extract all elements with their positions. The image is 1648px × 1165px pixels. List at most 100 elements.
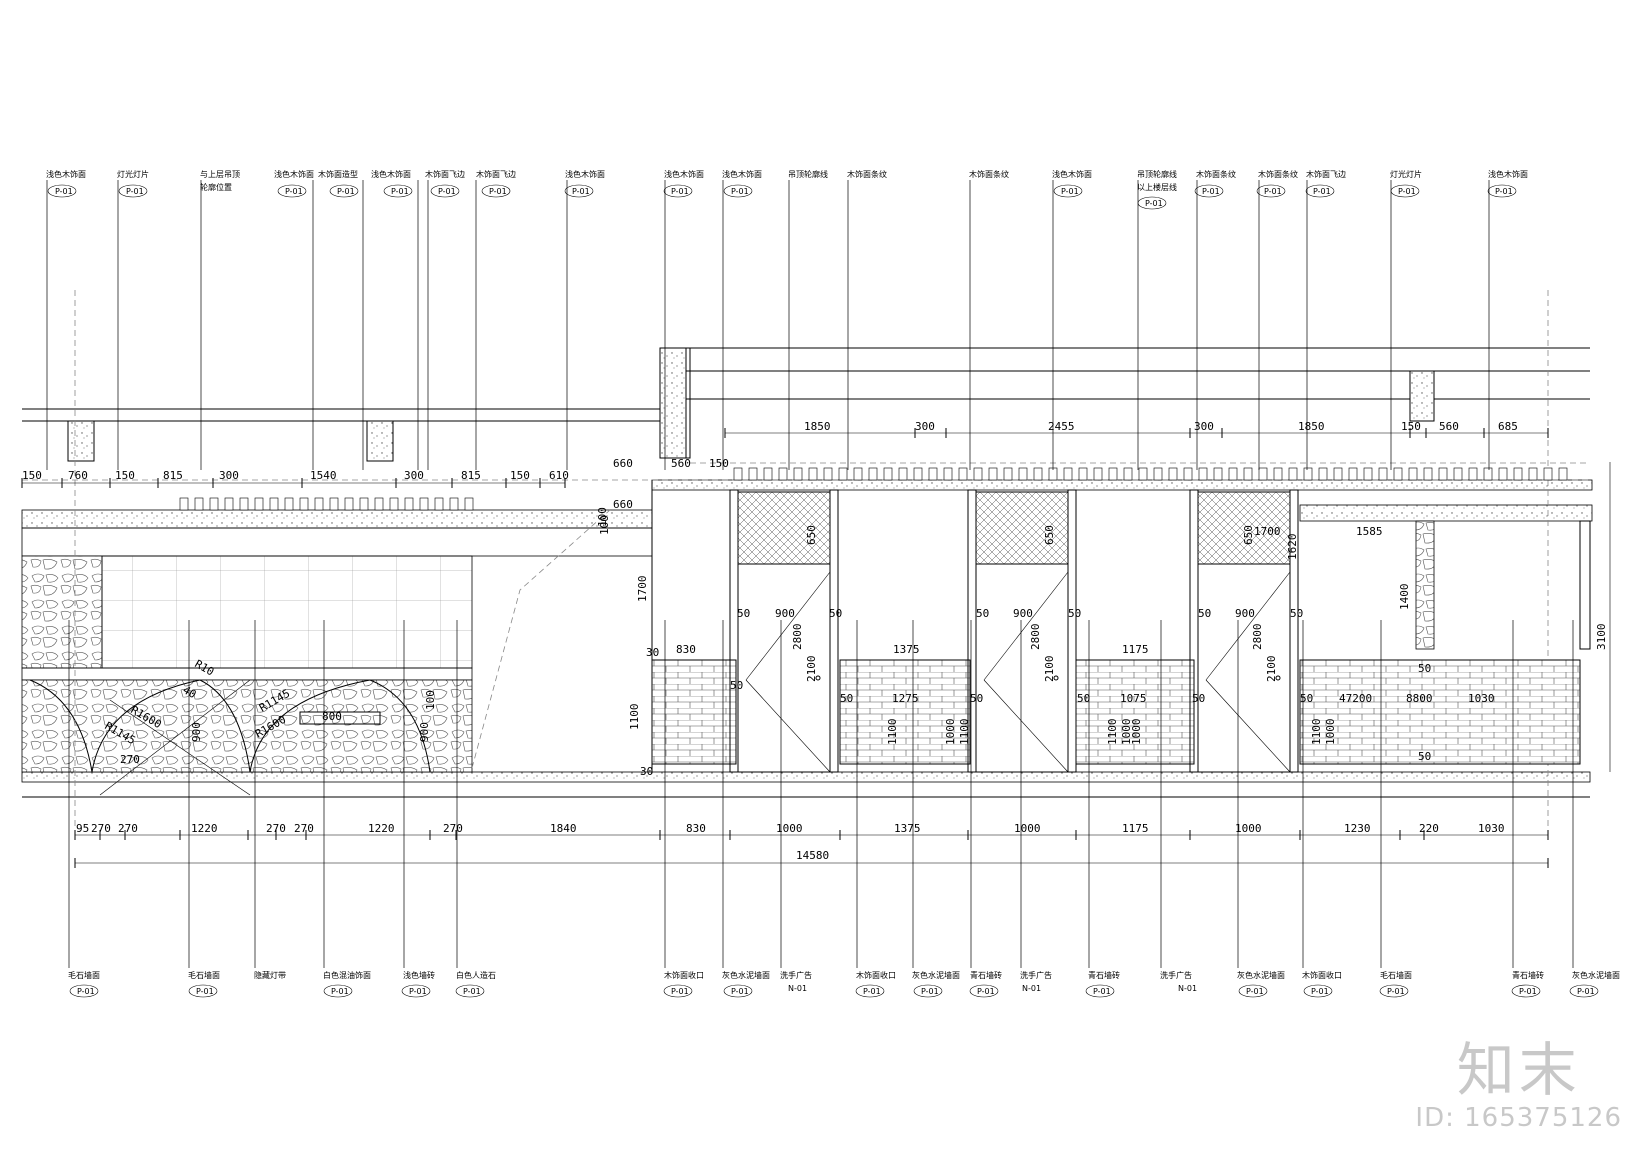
dimension-label: 900 [1235, 607, 1255, 620]
ceiling-slat [868, 467, 878, 481]
ceiling-slat [1243, 467, 1253, 481]
svg-text:P-01: P-01 [126, 187, 144, 196]
ceiling-slat [1108, 467, 1118, 481]
svg-text:木饰面条纹: 木饰面条纹 [969, 169, 1009, 179]
callout-bottom: 隐藏灯带 [254, 970, 286, 980]
ceiling-slat [254, 497, 264, 511]
ceiling-slat [449, 497, 459, 511]
dimension-label: 1000 [944, 719, 957, 746]
stall-pilaster [1289, 489, 1299, 773]
dimensions-left-misc: 660 660 560 150 100 1700 1100 30 30 [596, 457, 729, 778]
ceiling-slat [1468, 467, 1478, 481]
dimension-label: 50 [737, 607, 750, 620]
ceiling-slat [299, 497, 309, 511]
svg-text:灯光灯片: 灯光灯片 [1390, 169, 1422, 179]
svg-text:P-01: P-01 [671, 187, 689, 196]
dimension-label: 560 [671, 457, 691, 470]
dimension-label: 50 [829, 607, 842, 620]
dimension-label: 50 [840, 692, 853, 705]
dimension-label: 50 [1418, 750, 1431, 763]
dimension-label: 40 [181, 683, 199, 701]
svg-text:青石墙砖: 青石墙砖 [1512, 970, 1544, 980]
ceiling-slat [958, 467, 968, 481]
toilet-stalls [179, 467, 1581, 773]
svg-text:浅色木饰面: 浅色木饰面 [1052, 169, 1092, 179]
ceiling-slat [1483, 467, 1493, 481]
svg-text:浅色木饰面: 浅色木饰面 [565, 169, 605, 179]
structure-lines [21, 290, 1593, 830]
ceiling-slat [1438, 467, 1448, 481]
dimension-label: 1850 [1298, 420, 1325, 433]
brick-partition [1075, 659, 1195, 765]
dimension-label: 660 [613, 498, 633, 511]
svg-text:灰色水泥墙面: 灰色水泥墙面 [912, 970, 960, 980]
ceiling-slat [973, 467, 983, 481]
svg-text:P-01: P-01 [77, 987, 95, 996]
stall-pilaster [967, 489, 977, 773]
ceiling-slat [778, 467, 788, 481]
svg-text:浅色木饰面: 浅色木饰面 [371, 169, 411, 179]
dimension-label: 1700 [1254, 525, 1281, 538]
door-swing-line [745, 571, 831, 681]
svg-text:隐藏灯带: 隐藏灯带 [254, 970, 286, 980]
dimension-label: 685 [1498, 420, 1518, 433]
ceiling-slat [1063, 467, 1073, 481]
dimension-label: 100 [424, 690, 437, 710]
ceiling-slat [1123, 467, 1133, 481]
svg-text:木饰面飞边: 木饰面飞边 [425, 169, 465, 179]
svg-text:P-01: P-01 [1061, 187, 1079, 196]
ceiling-slat [1393, 467, 1403, 481]
door-swing-line [745, 679, 831, 773]
svg-text:P-01: P-01 [391, 187, 409, 196]
dimension-label: 50 [1192, 692, 1205, 705]
dimension-label: 8800 [1406, 692, 1433, 705]
dimension-label: 300 [1194, 420, 1214, 433]
ceiling-slat [194, 497, 204, 511]
watermark: 知末 ID: 165375126 [1415, 1037, 1622, 1133]
stall-transom [1197, 491, 1291, 565]
ceiling-slat [179, 497, 189, 511]
dimension-label: 2800 [1029, 624, 1042, 651]
svg-text:木饰面造型: 木饰面造型 [318, 169, 358, 179]
callout-top: 浅色木饰面 P-01 [371, 169, 413, 198]
ceiling-slat [1543, 467, 1553, 481]
svg-text:N-01: N-01 [1022, 984, 1041, 993]
dimension-label: 900 [1013, 607, 1033, 620]
brick-partition [839, 659, 971, 765]
svg-text:木饰面条纹: 木饰面条纹 [1196, 169, 1236, 179]
svg-text:木饰面条纹: 木饰面条纹 [847, 169, 887, 179]
svg-text:毛石墙面: 毛石墙面 [188, 970, 220, 980]
ceiling-slat [748, 467, 758, 481]
ceiling-slat [1408, 467, 1418, 481]
ceiling-slat [1168, 467, 1178, 481]
ceiling-slat [1153, 467, 1163, 481]
door-swing-line [1205, 679, 1291, 773]
ceiling-slat [1288, 467, 1298, 481]
dimension-label: 50 [730, 679, 743, 692]
stall-pilaster [829, 489, 839, 773]
dimension-label: 95 [76, 822, 89, 835]
dimension-label: 150 [115, 469, 135, 482]
ceiling-slat [1198, 467, 1208, 481]
dimensions-upper-right: 1850 300 2455 300 1850 150 560 685 [804, 420, 1518, 433]
ceiling-slat [389, 497, 399, 511]
door-swing-line [983, 571, 1069, 681]
ceiling-slat [329, 497, 339, 511]
svg-text:灰色水泥墙面: 灰色水泥墙面 [1237, 970, 1285, 980]
ceiling-slat [1033, 467, 1043, 481]
dimension-label: 1000 [1120, 719, 1133, 746]
svg-text:浅色木饰面: 浅色木饰面 [46, 169, 86, 179]
svg-text:灰色水泥墙面: 灰色水泥墙面 [1572, 970, 1620, 980]
dimension-label: 1700 [636, 576, 649, 603]
dimension-label: 1220 [368, 822, 395, 835]
ceiling-slat [1378, 467, 1388, 481]
ceiling-slat [359, 497, 369, 511]
svg-text:木饰面条纹: 木饰面条纹 [1258, 169, 1298, 179]
